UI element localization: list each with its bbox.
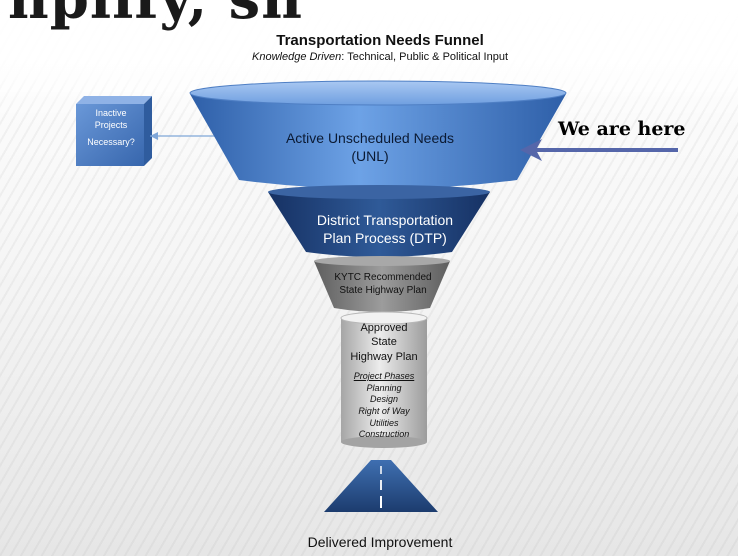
dtp-stage-label: District Transportation Plan Process (DT…	[280, 212, 490, 247]
funnel-stage-unl	[189, 80, 567, 189]
phase-item: Right of Way	[358, 406, 410, 417]
we-are-here-callout: We are here	[558, 118, 686, 140]
inactive-line: Inactive	[95, 108, 127, 118]
kytc-stage-label: KYTC Recommended State Highway Plan	[318, 272, 448, 297]
inactive-line: Projects	[94, 120, 128, 131]
we-are-here-arrow	[520, 139, 678, 161]
kytc-line: KYTC Recommended	[334, 272, 432, 283]
diagram-subtitle: Knowledge Driven: Technical, Public & Po…	[150, 51, 610, 63]
project-phases-title: Project Phases	[353, 371, 415, 381]
diagram-title: Transportation Needs Funnel	[276, 32, 484, 49]
dtp-line: District Transportation	[316, 212, 454, 228]
subtitle-emphasis: Knowledge Driven	[252, 51, 342, 63]
approved-stage-label: Approved State Highway Plan	[338, 321, 430, 364]
phase-item: Construction	[358, 429, 410, 440]
funnel-stage-approved-cylinder	[340, 311, 428, 448]
approved-line: Approved	[360, 322, 408, 334]
funnel-stage-kytc	[314, 256, 450, 312]
inactive-projects-label: Inactive Projects Necessary?	[80, 107, 142, 148]
approved-line: State	[371, 336, 397, 349]
inactive-projects-box	[76, 96, 152, 166]
road-graphic	[324, 460, 438, 512]
project-phases-list: Project Phases Planning Design Right of …	[334, 371, 434, 441]
phase-item: Design	[369, 394, 398, 405]
slide-heading-partial: nplify, sh	[8, 0, 303, 32]
approved-line: Highway Plan	[350, 350, 418, 363]
subtitle-rest: : Technical, Public & Political Input	[341, 51, 508, 63]
inactive-line: Necessary?	[87, 137, 135, 148]
delivered-improvement-label: Delivered Improvement	[307, 534, 453, 550]
phase-item: Utilities	[369, 417, 399, 428]
funnel-stage-dtp	[268, 185, 490, 257]
unl-line: (UNL)	[351, 147, 389, 164]
unl-stage-label: Active Unscheduled Needs (UNL)	[250, 130, 490, 165]
phase-item: Planning	[366, 382, 402, 393]
kytc-line: State Highway Plan	[339, 284, 427, 296]
unl-line: Active Unscheduled Needs	[285, 130, 455, 146]
dtp-line: Plan Process (DTP)	[323, 229, 447, 246]
